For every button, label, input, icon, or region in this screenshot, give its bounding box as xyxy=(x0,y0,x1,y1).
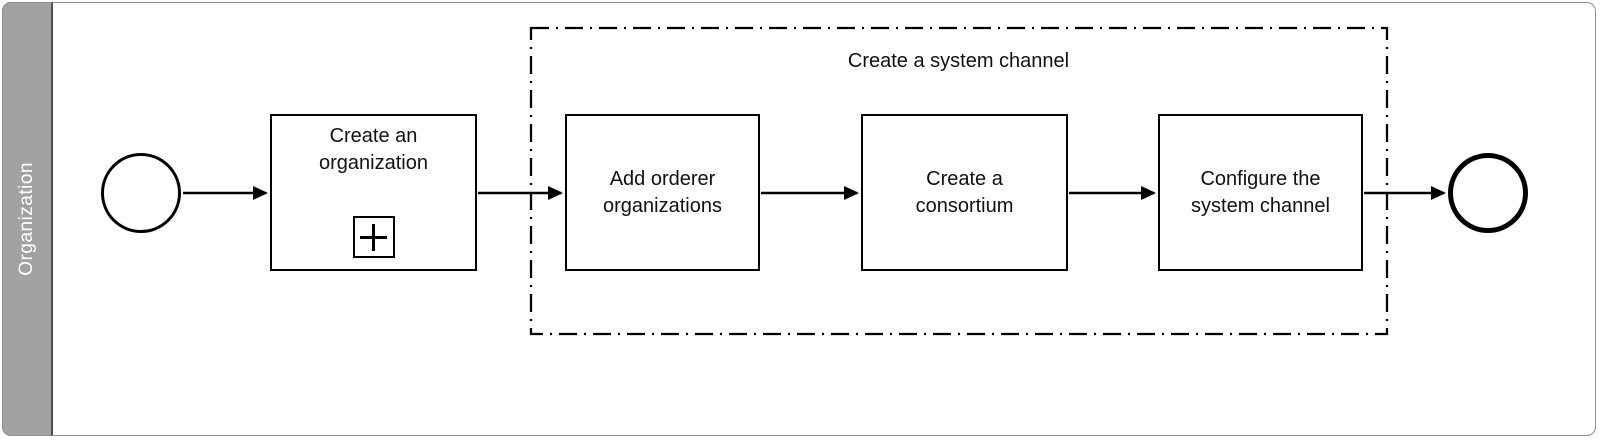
task-configure-the-system-channel[interactable]: Configure the system channel xyxy=(1158,114,1363,271)
task-label: Add orderer organizations xyxy=(603,167,722,217)
end-event[interactable] xyxy=(1448,153,1528,233)
task-label: Create an organization xyxy=(319,125,428,174)
start-event[interactable] xyxy=(101,153,181,233)
group-boundary-create-system-channel[interactable] xyxy=(529,26,1389,336)
group-label: Create a system channel xyxy=(847,50,1070,72)
lane-header-organization[interactable]: Organization xyxy=(2,2,53,436)
subprocess-plus-icon[interactable] xyxy=(352,216,395,258)
task-create-a-consortium[interactable]: Create a consortium xyxy=(861,114,1068,271)
task-add-orderer-organizations[interactable]: Add orderer organizations xyxy=(565,114,760,271)
task-label: Create a consortium xyxy=(915,167,1014,217)
task-create-an-organization[interactable]: Create an organization xyxy=(270,114,477,271)
task-label: Configure the system channel xyxy=(1191,167,1330,217)
plus-vertical-bar xyxy=(372,223,375,251)
